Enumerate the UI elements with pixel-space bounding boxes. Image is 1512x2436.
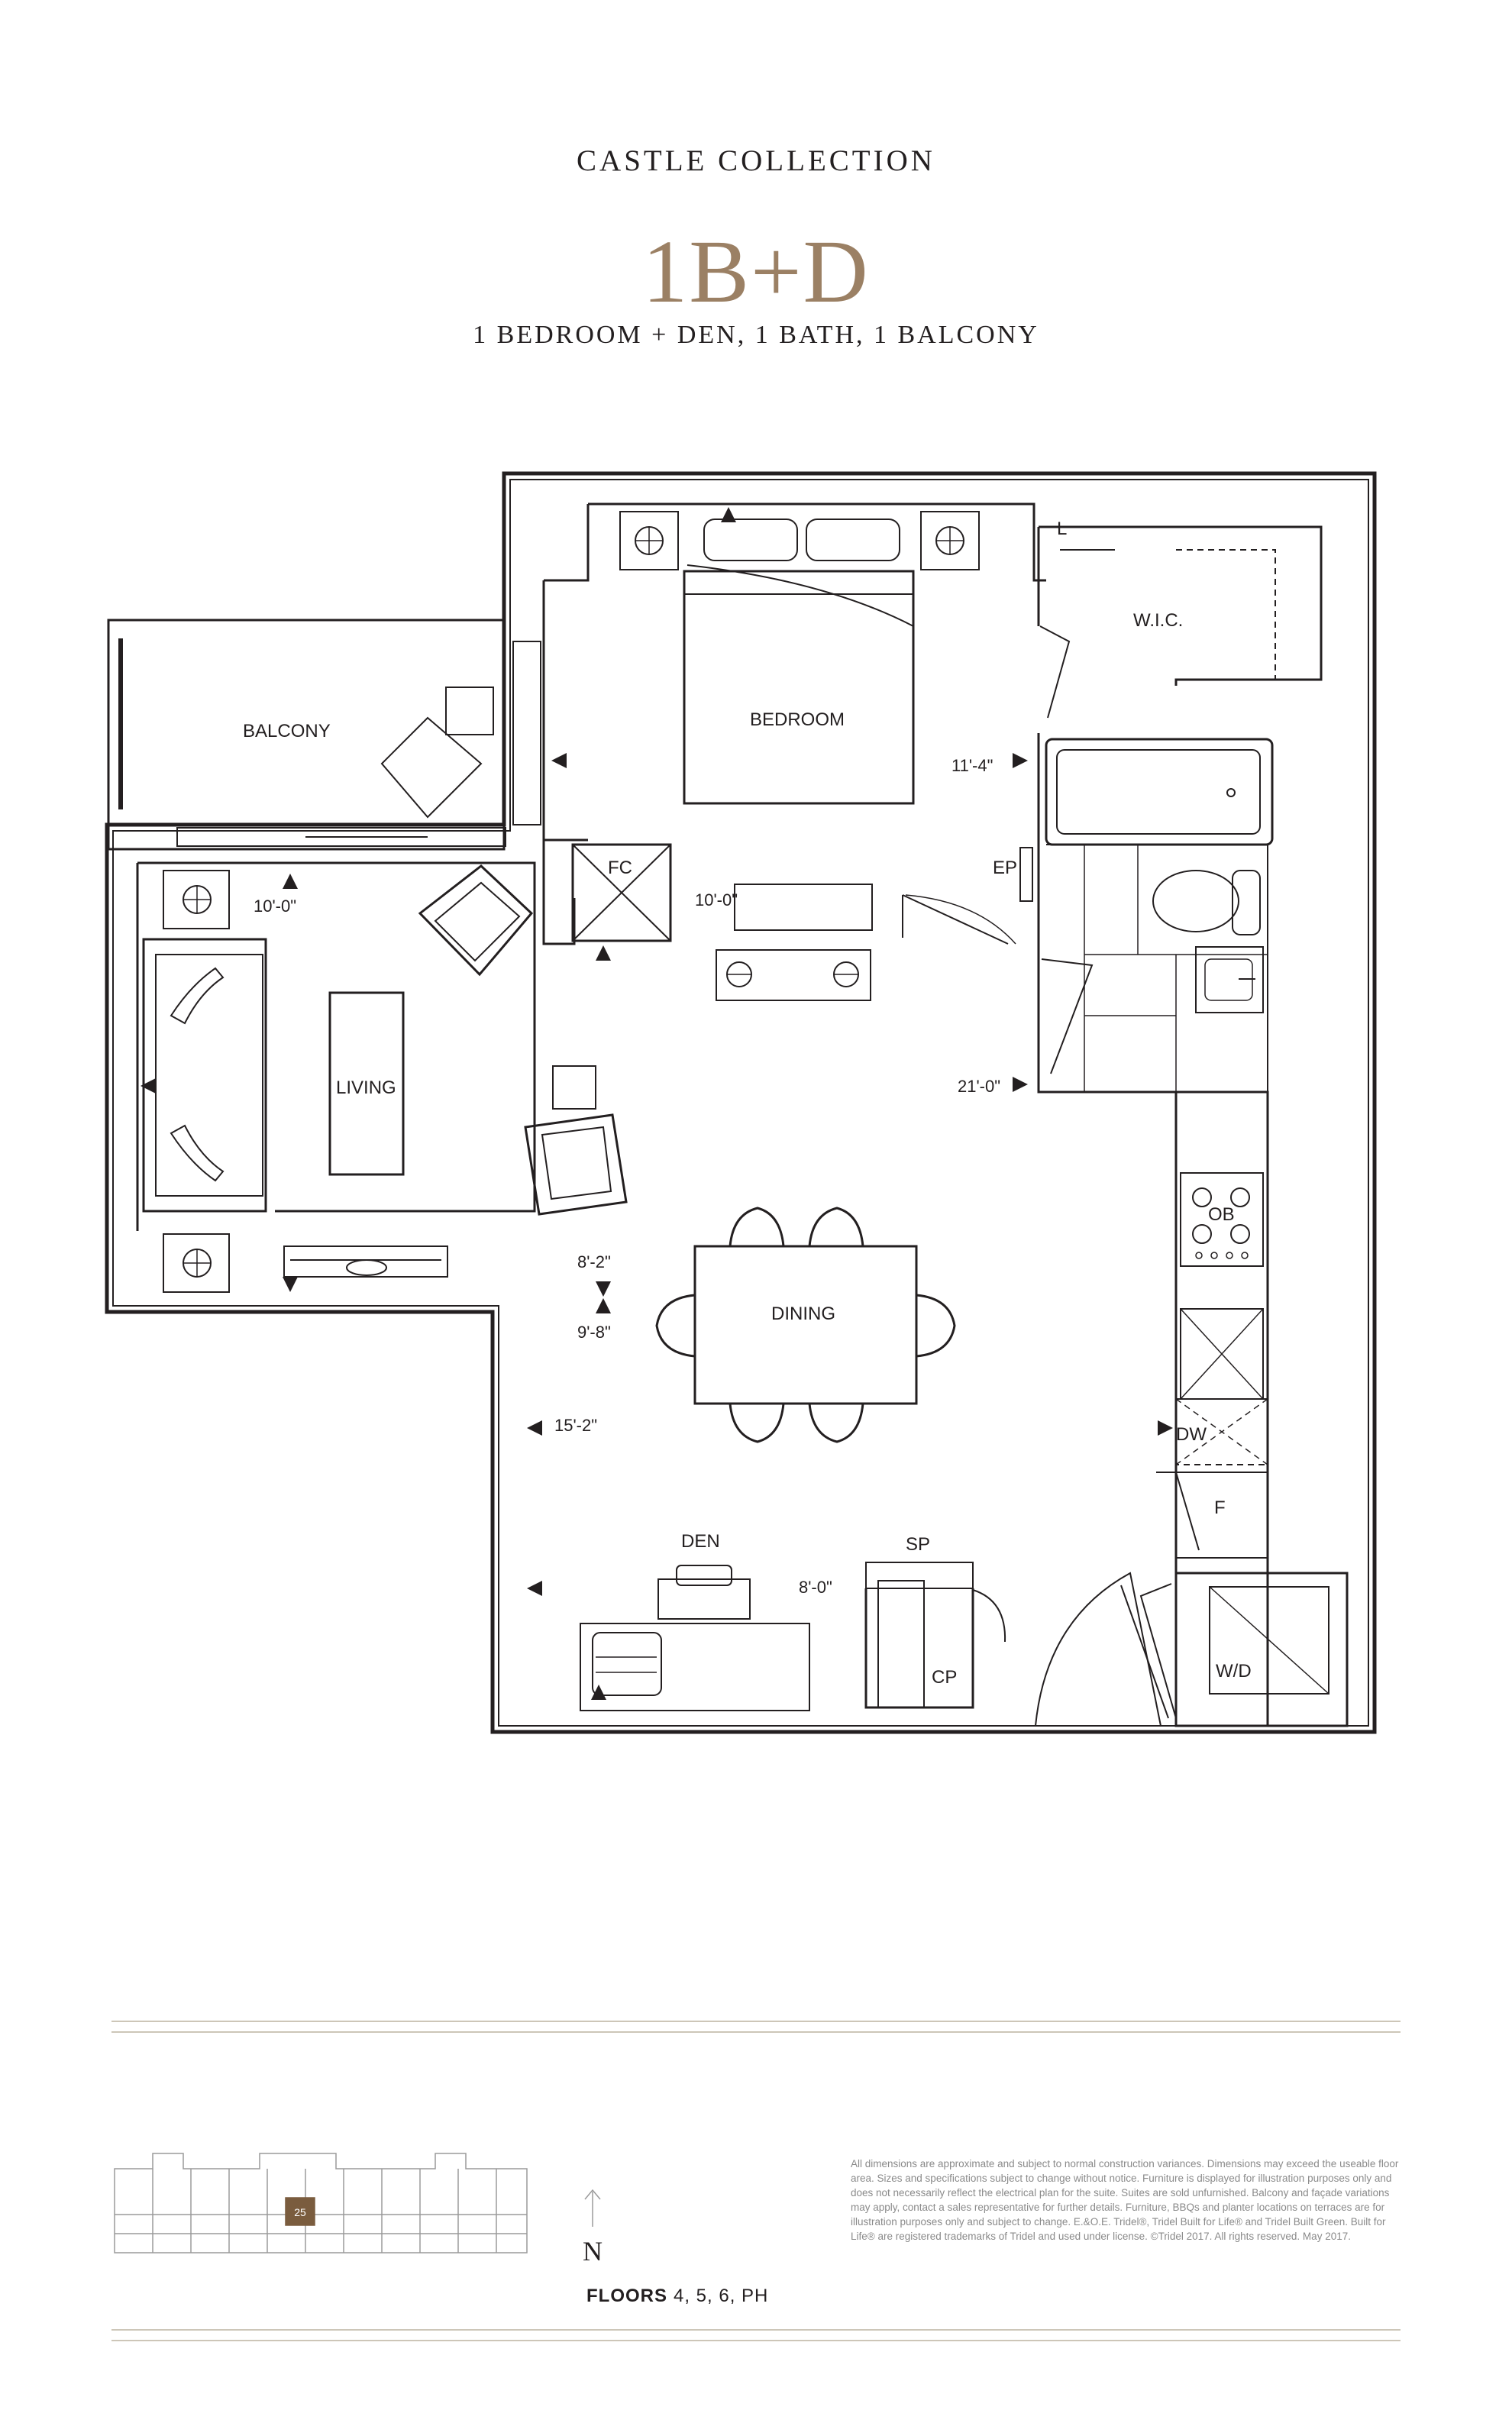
fireplace	[571, 843, 672, 942]
north-label: N	[583, 2236, 603, 2266]
dimension-dining-width: 8'-2"	[577, 1252, 611, 1271]
key-plan-unit-number: 25	[294, 2206, 306, 2218]
oven-label: OB	[1208, 1204, 1235, 1225]
compass: N	[583, 2189, 603, 2266]
den-label: DEN	[681, 1531, 720, 1552]
dining-table	[693, 1245, 918, 1405]
bed	[683, 570, 915, 805]
dimension-living-length: 21'-0"	[958, 1077, 1000, 1096]
ep-label: EP	[993, 858, 1017, 878]
dimension-dining-length: 9'-8"	[577, 1323, 611, 1342]
dimension-living-width: 10'-0"	[254, 897, 296, 916]
disclaimer: All dimensions are approximate and subje…	[851, 2158, 1399, 2242]
dimension-den-length: 15'-2"	[554, 1416, 597, 1435]
bedroom-label: BEDROOM	[750, 709, 845, 730]
floor-plan: BALCONY BEDROOM W.I.C. L FC EP LIVING DI…	[105, 471, 1377, 1734]
exterior-wall	[105, 471, 1377, 1734]
dimension-bedroom-width: 11'-4"	[951, 756, 993, 775]
sp-label: SP	[906, 1534, 930, 1555]
tv-unit	[283, 1245, 448, 1278]
key-plan-unit-highlight	[285, 2197, 315, 2226]
living-label: LIVING	[336, 1077, 396, 1098]
divider-bottom-inner	[111, 2340, 1401, 2341]
balcony-outline	[107, 619, 506, 851]
collection-title: CASTLE COLLECTION	[577, 144, 935, 177]
kitchen-counter	[1174, 1090, 1269, 1727]
wic-label: W.I.C.	[1133, 610, 1183, 631]
floors-info: FLOORS 4, 5, 6, PH	[586, 2286, 768, 2307]
floors-values: 4, 5, 6, PH	[674, 2286, 769, 2306]
wd-label: W/D	[1216, 1661, 1252, 1682]
divider-bottom	[111, 2329, 1401, 2331]
den-desk	[580, 1623, 810, 1711]
divider-top-inner	[111, 2031, 1401, 2033]
coffee-table	[328, 991, 405, 1176]
linen-label: L	[1057, 519, 1067, 539]
key-plan: 25	[114, 2153, 528, 2253]
living-side-table	[163, 870, 230, 929]
unit-description: 1 BEDROOM + DEN, 1 BATH, 1 BALCONY	[473, 321, 1039, 349]
sofa	[142, 938, 267, 1213]
dw-label: DW	[1176, 1424, 1207, 1445]
unit-name: 1B+D	[642, 221, 870, 321]
cp-label: CP	[932, 1667, 957, 1688]
divider-top	[111, 2021, 1401, 2022]
fc-label: FC	[608, 858, 632, 878]
balcony-label: BALCONY	[243, 721, 331, 741]
interior-wall-outline	[112, 479, 1369, 1727]
dimension-bedroom-depth: 10'-0"	[695, 890, 738, 909]
dimension-den-width: 8'-0"	[799, 1578, 832, 1597]
fridge-label: F	[1214, 1497, 1226, 1518]
dining-label: DINING	[771, 1304, 835, 1324]
floors-label: FLOORS	[586, 2286, 667, 2306]
